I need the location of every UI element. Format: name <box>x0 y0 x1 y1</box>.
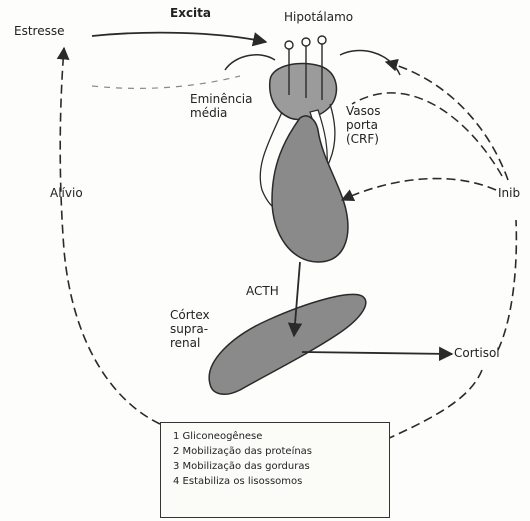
pituitary-gland-shape <box>272 116 348 262</box>
stress-label: Estresse <box>14 24 64 38</box>
cortisol-label: Cortisol <box>454 346 500 360</box>
cortisol-to-effects-arrow <box>376 370 482 444</box>
effect-item-3: 3 Mobilização das gorduras <box>173 459 389 474</box>
effect-item-1: 1 Gliconeogênese <box>173 429 389 444</box>
inhibits-label: Inib <box>498 186 520 200</box>
excite-arrow <box>92 33 266 42</box>
median-eminence-label: Eminência média <box>190 92 252 120</box>
inhibit-pituitary-arrow <box>342 179 496 200</box>
excite-label: Excita <box>170 6 211 20</box>
cortisol-arrow <box>302 352 452 354</box>
relief-label: Alívio <box>50 186 83 200</box>
relief-feedback-arrow <box>60 48 160 424</box>
left-faint-curve <box>92 76 240 88</box>
effect-item-4: 4 Estabiliza os lisossomos <box>173 474 389 489</box>
cortisol-feedback-path <box>498 220 516 350</box>
adrenal-cortex-label: Córtex supra- renal <box>170 308 210 350</box>
median-eminence-shape <box>270 64 337 120</box>
inhibit-hypothalamus-arrow <box>386 62 508 180</box>
adrenal-cortex-shape <box>209 294 366 394</box>
hypothalamus-label: Hipotálamo <box>284 10 353 24</box>
acth-label: ACTH <box>246 284 279 298</box>
portal-vessels-label: Vasos porta (CRF) <box>346 104 380 146</box>
effect-item-2: 2 Mobilização das proteínas <box>173 444 389 459</box>
effects-box: 1 Gliconeogênese 2 Mobilização das prote… <box>160 422 390 518</box>
